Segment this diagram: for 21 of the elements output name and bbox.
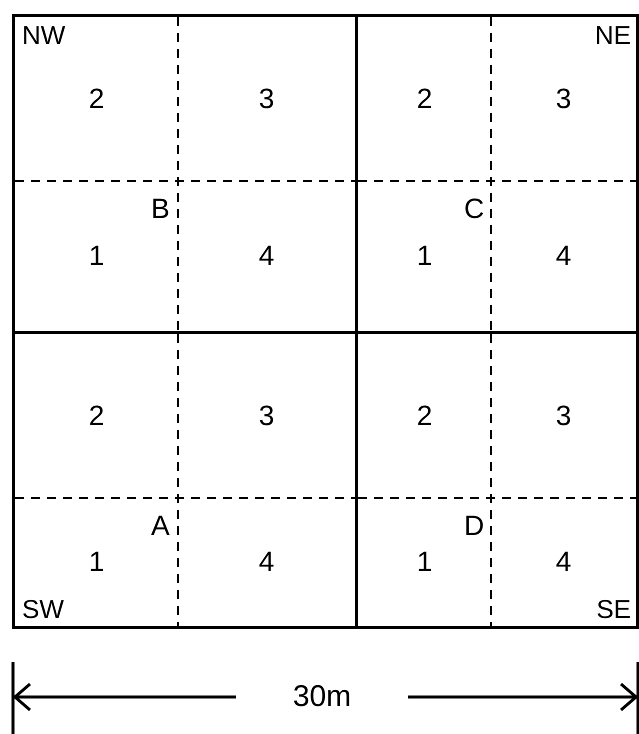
subplot-number: 1	[416, 242, 432, 270]
subplot-number: 4	[556, 242, 572, 270]
subplot-number: 2	[416, 85, 432, 113]
subplot-number: 4	[258, 548, 274, 576]
subplot-number: 2	[416, 402, 432, 430]
subplot-number: 4	[258, 242, 274, 270]
subplot-number: 4	[556, 548, 572, 576]
subplot-number: 3	[258, 402, 274, 430]
subplot-number: 3	[556, 85, 572, 113]
subplot-number: 2	[88, 85, 104, 113]
subplot-number: 1	[416, 548, 432, 576]
quadrant-letter: C	[464, 195, 484, 223]
subplot-number: 3	[556, 402, 572, 430]
quadrant-letter: A	[151, 512, 170, 540]
subplot-number: 3	[258, 85, 274, 113]
subplot-number: 2	[88, 402, 104, 430]
plot-quadrant	[355, 331, 639, 629]
quadrant-letter: B	[151, 195, 170, 223]
subplot-number: 1	[88, 242, 104, 270]
subplot-number: 1	[88, 548, 104, 576]
quadrant-letter: D	[464, 512, 484, 540]
